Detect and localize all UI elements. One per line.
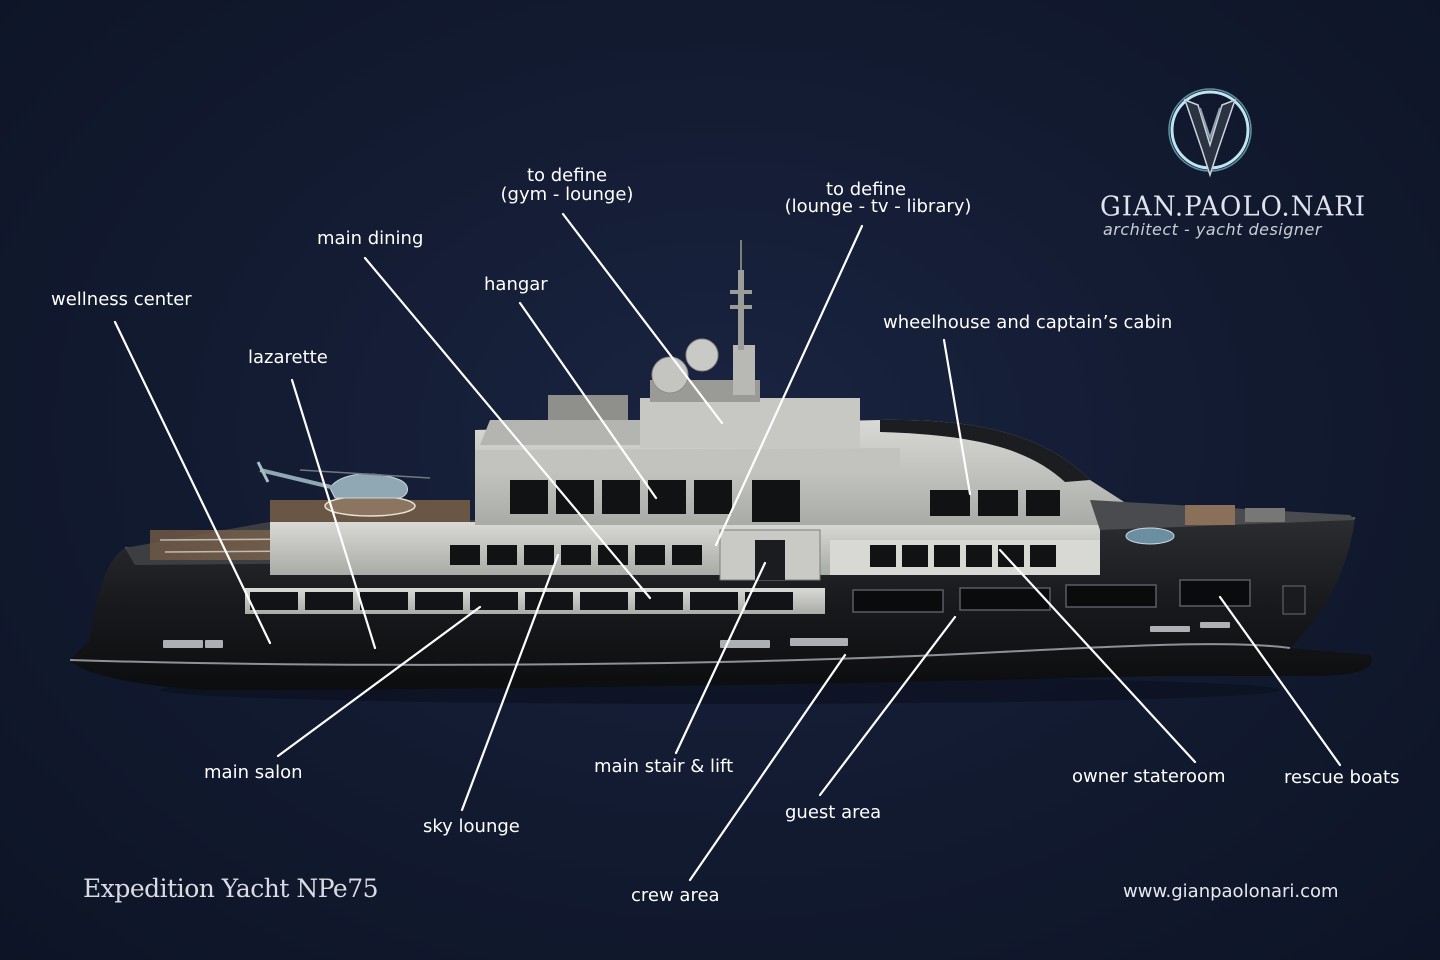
- yacht-caption: Expedition Yacht NPe75: [83, 874, 379, 903]
- top-deck: [480, 338, 860, 448]
- brand-name: GIAN.PAOLO.NARI: [1100, 191, 1367, 223]
- mast: [730, 240, 755, 395]
- label-main-salon: main salon: [204, 762, 303, 783]
- label-gym-lounge-line2: (gym - lounge): [500, 184, 634, 205]
- upper-deck: [270, 522, 1100, 581]
- label-sky-lounge: sky lounge: [423, 816, 520, 837]
- website-url: www.gianpaolonari.com: [1123, 881, 1339, 902]
- label-wellness-center: wellness center: [51, 289, 192, 310]
- gpn-monogram-icon: [1168, 88, 1252, 178]
- label-library-line2: (lounge - tv - library): [784, 196, 972, 217]
- helideck: [256, 461, 470, 522]
- label-wheelhouse: wheelhouse and captain’s cabin: [883, 312, 1173, 333]
- label-main-dining: main dining: [317, 228, 424, 249]
- leader-lines: [113, 212, 1342, 882]
- label-crew-area: crew area: [631, 885, 720, 906]
- main-deck: [245, 588, 825, 614]
- label-main-stair-lift: main stair & lift: [594, 756, 734, 777]
- foredeck: [1090, 500, 1355, 545]
- label-library-line1: to define: [825, 179, 907, 200]
- label-hangar: hangar: [484, 274, 548, 295]
- label-rescue-boats: rescue boats: [1284, 767, 1400, 788]
- label-guest-area: guest area: [785, 802, 882, 823]
- helicopter-icon: [256, 461, 431, 499]
- label-lazarette: lazarette: [248, 347, 328, 368]
- label-owner-stateroom: owner stateroom: [1072, 766, 1226, 787]
- brand-tagline: architect - yacht designer: [1103, 220, 1322, 239]
- label-gym-lounge-line1: to define: [526, 165, 608, 186]
